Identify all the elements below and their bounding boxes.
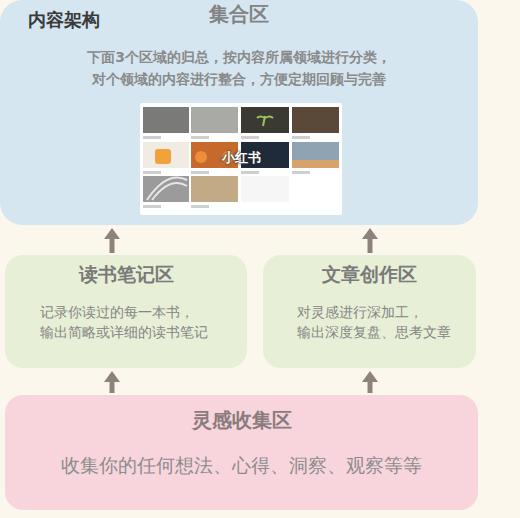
zone-box: 文章创作区对灵感进行深加工， 输出深度复盘、思考文章 xyxy=(263,255,476,368)
empty-thumbnail xyxy=(241,176,289,202)
zone-description: 对灵感进行深加工， 输出深度复盘、思考文章 xyxy=(297,302,468,342)
thumbnail xyxy=(292,107,339,133)
zone-box: 集合区下面3个区域的归总，按内容所属领域进行分类， 对个领域的内容进行整合，方便… xyxy=(0,0,478,225)
zone-heading: 读书笔记区 xyxy=(5,260,247,288)
spiral-lines xyxy=(147,178,187,201)
zone-heading: 文章创作区 xyxy=(263,260,476,288)
caption-stub xyxy=(241,171,259,174)
thumbnail xyxy=(143,176,189,202)
zone-heading: 灵感收集区 xyxy=(5,407,478,433)
flow-arrow xyxy=(368,382,373,393)
thumbnail xyxy=(191,142,238,168)
flow-arrow xyxy=(368,239,373,253)
caption-stub xyxy=(191,136,209,139)
thumbnail xyxy=(143,142,189,168)
flow-arrow xyxy=(110,239,115,253)
caption-stub xyxy=(241,136,259,139)
watermark: 小红书 xyxy=(222,150,261,166)
zone-description: 记录你读过的每一本书， 输出简略或详细的读书笔记 xyxy=(40,302,239,342)
thumbnail xyxy=(191,107,238,133)
thumbnail xyxy=(292,142,339,168)
sunset-band xyxy=(292,160,339,168)
caption-stub xyxy=(191,205,209,208)
lantern-icon xyxy=(195,151,207,163)
screenshot-card xyxy=(140,103,342,215)
zone-description: 收集你的任何想法、心得、洞察、观察等等 xyxy=(15,451,468,479)
thumbnail xyxy=(241,107,289,133)
zone-description: 下面3个区域的归总，按内容所属领域进行分类， 对个领域的内容进行整合，方便定期回… xyxy=(80,46,398,90)
caption-stub xyxy=(143,205,161,208)
caption-stub xyxy=(143,136,161,139)
thumbnail xyxy=(241,142,289,168)
caption-stub xyxy=(292,171,310,174)
caption-stub xyxy=(292,136,310,139)
sprout-icon xyxy=(257,116,273,126)
page-title: 内容架构 xyxy=(28,8,100,32)
caption-stub xyxy=(191,171,209,174)
zone-box: 读书笔记区记录你读过的每一本书， 输出简略或详细的读书笔记 xyxy=(5,255,247,368)
zone-box: 灵感收集区收集你的任何想法、心得、洞察、观察等等 xyxy=(5,395,478,510)
thumbnail xyxy=(191,176,238,202)
flow-arrow xyxy=(110,382,115,393)
notebook-screenshot xyxy=(140,103,342,215)
caption-stub xyxy=(143,171,161,174)
lantern-icon xyxy=(222,151,234,163)
caption-stubs xyxy=(143,136,310,208)
thumbnail xyxy=(143,107,189,133)
cup-icon xyxy=(155,149,171,164)
